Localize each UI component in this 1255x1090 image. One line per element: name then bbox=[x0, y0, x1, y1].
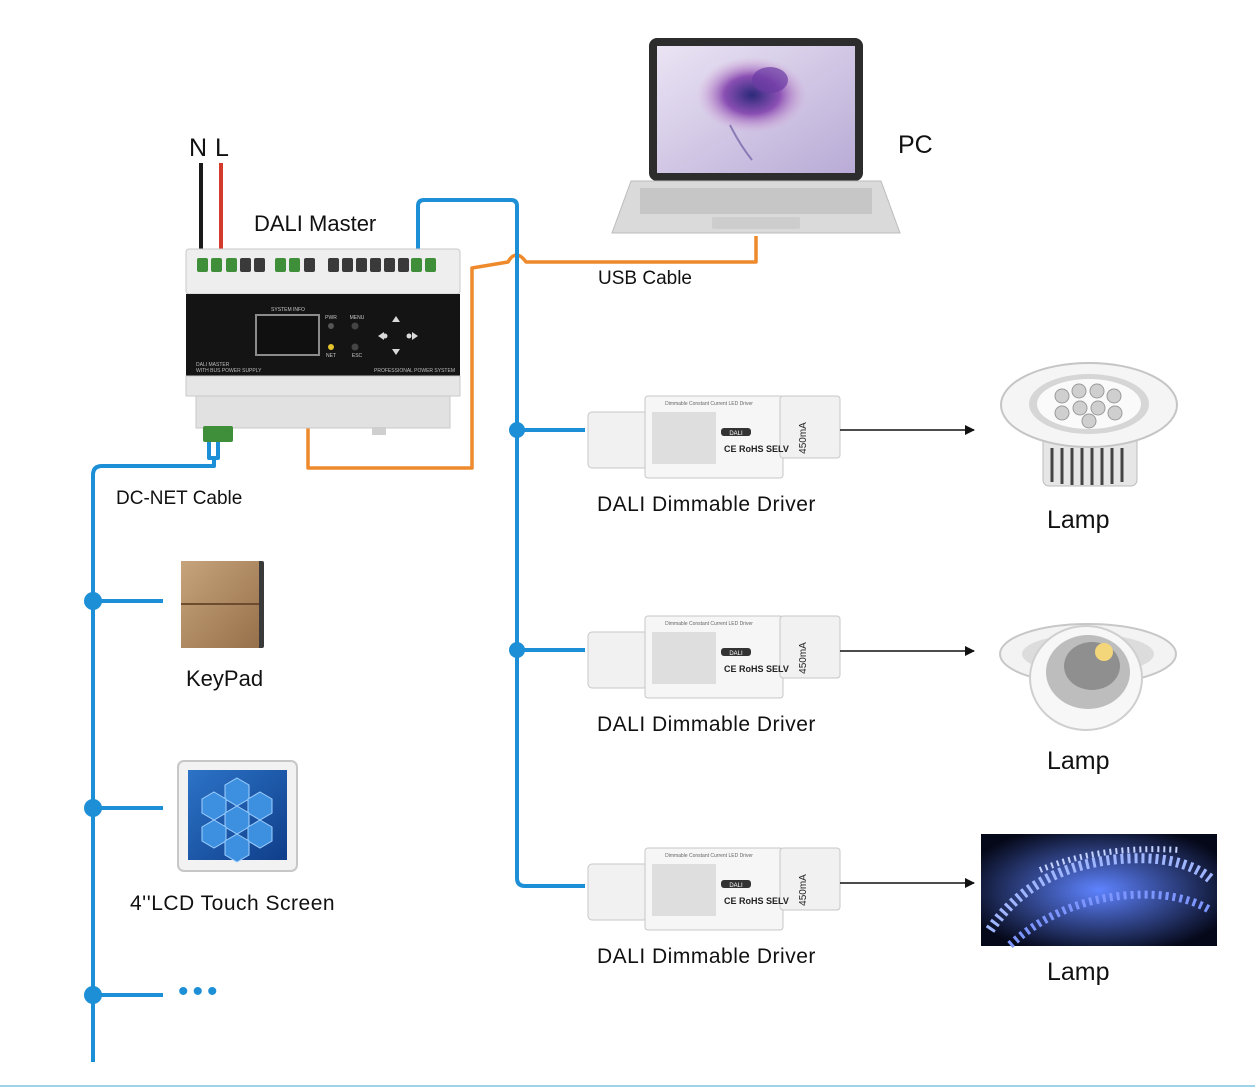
dali-bus-line bbox=[416, 198, 585, 888]
driver-2-label: DALI Dimmable Driver bbox=[597, 713, 816, 736]
master-side-text-1: DALI MASTER bbox=[196, 362, 230, 368]
laptop-image bbox=[611, 38, 901, 234]
usb-cable bbox=[306, 236, 758, 470]
lamp-1-downlight bbox=[1000, 362, 1178, 487]
driver-2-badge: DALI bbox=[729, 651, 743, 657]
usb-cable-label: USB Cable bbox=[598, 268, 692, 289]
driver-1-badge: DALI bbox=[729, 431, 743, 437]
esc-button-label: ESC bbox=[352, 353, 363, 359]
touch-screen-label: 4''LCD Touch Screen bbox=[130, 892, 336, 915]
dcnet-cable-label: DC-NET Cable bbox=[116, 488, 243, 509]
driver-2-cert: CE RoHS SELV bbox=[724, 664, 789, 674]
dcnet-cable bbox=[91, 442, 220, 1062]
net-led bbox=[328, 344, 334, 350]
dcnet-junction-keypad bbox=[84, 592, 102, 610]
keypad-label: KeyPad bbox=[186, 666, 264, 691]
keypad-image bbox=[181, 561, 264, 648]
dali-junction-2 bbox=[509, 642, 525, 658]
dali-junction-1 bbox=[509, 422, 525, 438]
lamp-2-gimbal-downlight bbox=[999, 623, 1177, 731]
pwr-led-label: PWR bbox=[325, 315, 337, 321]
lamp-1-label: Lamp bbox=[1047, 506, 1110, 534]
driver-2: Dimmable Constant Current LED Driver DAL… bbox=[587, 615, 841, 699]
dcnet-junction-more bbox=[84, 986, 102, 1004]
nav-buttons[interactable] bbox=[378, 316, 418, 355]
driver-3-title: Dimmable Constant Current LED Driver bbox=[665, 853, 753, 859]
dali-master-device: SYSTEM INFO PWR NET MENU ESC DALI MASTER… bbox=[185, 248, 461, 442]
net-led-label: NET bbox=[326, 353, 336, 359]
menu-button-label: MENU bbox=[350, 315, 365, 321]
driver-1-cert: CE RoHS SELV bbox=[724, 444, 789, 454]
pc-label: PC bbox=[898, 131, 933, 159]
master-lcd bbox=[255, 314, 320, 356]
terminal-block-dark bbox=[240, 258, 409, 272]
driver-1-current: 450mA bbox=[798, 422, 809, 454]
master-side-text-2: WITH BUS POWER SUPPLY bbox=[196, 368, 262, 374]
touch-screen-image bbox=[177, 760, 298, 872]
esc-button[interactable] bbox=[351, 343, 359, 351]
driver-3-current: 450mA bbox=[798, 874, 809, 906]
driver-1: Dimmable Constant Current LED Driver DAL… bbox=[587, 395, 841, 479]
menu-button[interactable] bbox=[351, 322, 359, 330]
dcnet-connector bbox=[203, 426, 233, 442]
lamp-3-label: Lamp bbox=[1047, 958, 1110, 986]
driver-3-badge: DALI bbox=[729, 883, 743, 889]
driver-1-label: DALI Dimmable Driver bbox=[597, 493, 816, 516]
live-label: L bbox=[215, 134, 229, 162]
master-panel-label: SYSTEM INFO bbox=[271, 307, 305, 313]
driver-3: Dimmable Constant Current LED Driver DAL… bbox=[587, 847, 841, 931]
neutral-label: N bbox=[189, 134, 208, 162]
pwr-led bbox=[328, 323, 334, 329]
dcnet-junction-touch bbox=[84, 799, 102, 817]
terminal-block-left bbox=[197, 258, 436, 272]
driver-2-title: Dimmable Constant Current LED Driver bbox=[665, 621, 753, 627]
driver-3-cert: CE RoHS SELV bbox=[724, 896, 789, 906]
driver-1-title: Dimmable Constant Current LED Driver bbox=[665, 401, 753, 407]
dali-master-label: DALI Master bbox=[254, 211, 377, 236]
driver-3-label: DALI Dimmable Driver bbox=[597, 945, 816, 968]
driver-2-current: 450mA bbox=[798, 642, 809, 674]
bottom-divider bbox=[0, 1085, 1255, 1087]
lamp-2-label: Lamp bbox=[1047, 747, 1110, 775]
master-brand-text: PROFESSIONAL POWER SYSTEM bbox=[374, 368, 455, 374]
more-devices-ellipsis: ••• bbox=[178, 975, 222, 1008]
lamp-3-led-strip bbox=[981, 834, 1217, 948]
